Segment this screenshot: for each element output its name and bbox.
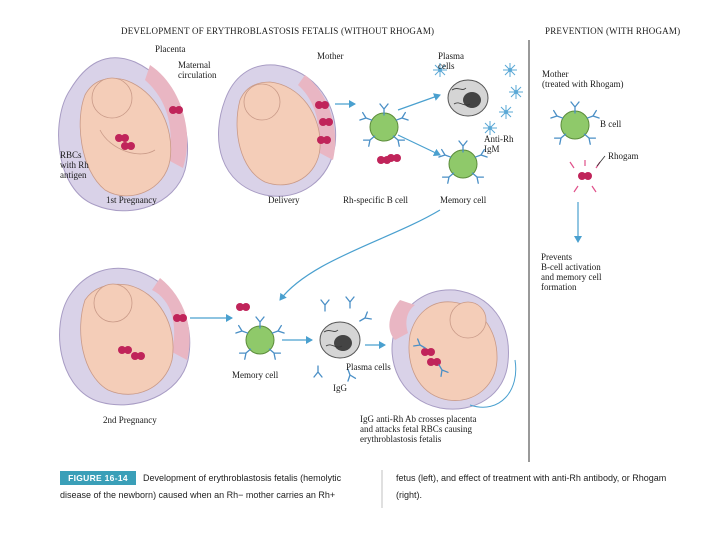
label-igg: IgG — [333, 383, 347, 393]
label-delivery: Delivery — [268, 195, 300, 205]
delivery-illustration — [218, 64, 337, 197]
label-second-pregnancy: 2nd Pregnancy — [103, 415, 157, 425]
arrow-to-second-pregnancy — [279, 209, 441, 301]
label-memory-cell-bottom: Memory cell — [232, 370, 279, 380]
label-rbcs-rh-antigen: RBCs with Rh antigen — [60, 150, 89, 180]
label-igg-crosses-placenta: IgG anti-Rh Ab crosses placenta and atta… — [360, 414, 477, 444]
label-prevents: Prevents B-cell activation and memory ce… — [541, 252, 602, 292]
plasma-cell-bottom-shape — [319, 321, 361, 359]
rhogam-b-cell-shape — [550, 101, 600, 145]
label-mother-treated: Mother (treated with Rhogam) — [542, 69, 624, 89]
label-b-cell: B cell — [600, 119, 622, 129]
rh-specific-b-cell-shape — [359, 103, 409, 147]
plasma-cell-top-shape — [447, 79, 489, 117]
memory-cell-top-shape — [438, 140, 488, 184]
caption-line-2b: (right). — [396, 490, 423, 500]
label-mother: Mother — [317, 51, 344, 61]
second-pregnancy-fetus-attacked — [389, 289, 517, 410]
arrow-bcell-to-plasma — [397, 93, 441, 111]
label-maternal-circulation: Maternal circulation — [178, 60, 217, 80]
header-without-rhogam: DEVELOPMENT OF ERYTHROBLASTOSIS FETALIS … — [121, 26, 435, 36]
label-rhogam: Rhogam — [608, 151, 639, 161]
label-memory-cell-top: Memory cell — [440, 195, 487, 205]
arrow-bcell-to-memory — [397, 134, 441, 157]
label-rh-specific-b-cell: Rh-specific B cell — [343, 195, 408, 205]
second-pregnancy-illustration — [59, 267, 191, 406]
memory-cell-bottom-shape — [235, 316, 285, 360]
rhogam-coated-rbc — [569, 160, 601, 193]
label-plasma-cells-top: Plasma cells — [438, 51, 464, 71]
figure-badge: FIGURE 16-14 — [60, 471, 136, 485]
label-placenta: Placenta — [155, 44, 186, 54]
label-anti-rh-igm: Anti-Rh IgM — [484, 134, 514, 154]
label-first-pregnancy: 1st Pregnancy — [106, 195, 157, 205]
rhogam-pointer — [596, 155, 606, 167]
caption-line-1b: fetus (left), and effect of treatment wi… — [396, 473, 667, 483]
label-plasma-cells-bottom: Plasma cells — [346, 362, 391, 372]
first-pregnancy-illustration — [58, 57, 189, 212]
caption-line-1a: Development of erythroblastosis fetalis … — [143, 473, 342, 483]
header-with-rhogam: PREVENTION (WITH RHOGAM) — [545, 26, 681, 36]
caption-line-2a: disease of the newborn) caused when an R… — [60, 490, 336, 500]
